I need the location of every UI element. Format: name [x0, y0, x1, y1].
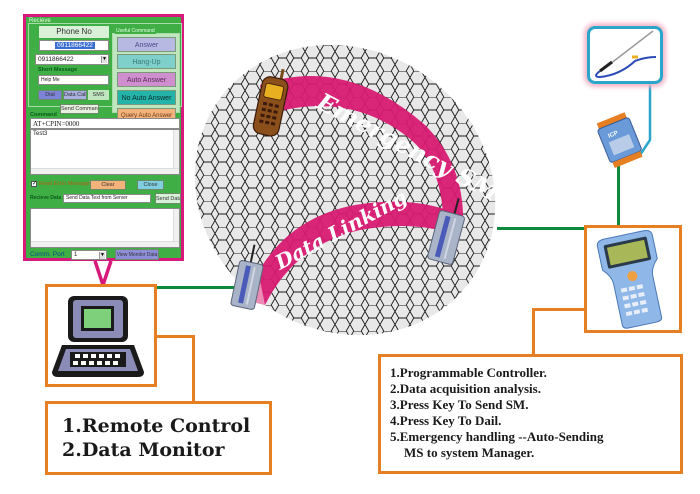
dial-button[interactable]: Dial: [38, 90, 62, 100]
send-command-button[interactable]: Send Command: [60, 104, 99, 114]
modem-control-window: Recieve Phone No 0911866422 0911866422 ▼…: [23, 14, 184, 261]
command-label: Command: [30, 112, 57, 118]
sensor-cable: [638, 80, 652, 156]
close-button[interactable]: Close: [137, 180, 164, 190]
send-data-button[interactable]: Send Data: [155, 193, 181, 204]
useful-command-group: Useful Command Answer Hang-Up Auto Answe…: [112, 28, 180, 123]
laptop-box: [45, 284, 157, 387]
gsm-modem-right-icon: [427, 198, 465, 265]
receive-data-area[interactable]: [30, 208, 180, 248]
handheld-controller-box: [584, 225, 682, 333]
vertical-scrollbar[interactable]: [173, 209, 179, 241]
feature-line: 2.Data acquisition analysis.: [390, 381, 541, 396]
feature-line: 1.Remote Control: [62, 415, 251, 437]
comm-port-dropdown[interactable]: 1 ▼: [71, 250, 107, 260]
laptop-features-box: 1.Remote Control 2.Data Monitor: [45, 401, 272, 475]
link-handheld-io: [617, 165, 620, 228]
receive-group-legend: Recieve: [29, 18, 51, 24]
controller-features-box: 1.Programmable Controller. 2.Data acquis…: [378, 354, 683, 474]
data-call-button[interactable]: Data Call: [63, 90, 87, 100]
link-modem-handheld: [497, 227, 585, 230]
laptop-icon: [52, 296, 144, 377]
feature-line: 3.Press Key To Send SM.: [390, 397, 529, 412]
clear-button[interactable]: Clear: [90, 180, 126, 190]
temperature-probe-box: [587, 26, 663, 84]
hang-up-button[interactable]: Hang-Up: [117, 54, 176, 69]
feature-line: 1.Programmable Controller.: [390, 365, 547, 380]
horizontal-scrollbar[interactable]: [31, 241, 179, 247]
short-message-label: Short Message: [38, 67, 78, 73]
read-echo-label: Read Echo Message: [39, 181, 91, 187]
receive-data-input[interactable]: Send Data Test from Server: [63, 194, 151, 203]
feature-line: 5.Emergency handling --Auto-Sending: [390, 429, 604, 444]
gsm-network-cloud: Emergency SM Data Linking: [185, 45, 505, 335]
feature-line: MS to system Manager.: [404, 445, 535, 460]
chevron-down-icon[interactable]: ▼: [101, 56, 107, 63]
phone-no-dropdown[interactable]: 0911866422 ▼: [35, 54, 109, 65]
useful-command-legend: Useful Command: [115, 28, 156, 34]
mobile-phone-icon: [252, 68, 289, 137]
chevron-down-icon[interactable]: ▼: [99, 252, 105, 259]
auto-answer-button[interactable]: Auto Answer: [117, 72, 176, 87]
comm-port-label: Comm. Port: [30, 251, 65, 258]
receive-group: [28, 23, 182, 107]
connector-handheld-textbox-v: [532, 308, 535, 356]
feature-line: 2.Data Monitor: [62, 439, 225, 461]
answer-button[interactable]: Answer: [117, 37, 176, 52]
receive-data-label: Recieve Data: [30, 195, 62, 201]
short-message-input[interactable]: Help Me: [38, 75, 109, 85]
view-monitor-data-button[interactable]: View Monitor Data: [115, 249, 159, 260]
vertical-scrollbar[interactable]: [173, 130, 179, 168]
temperature-probe-icon: [595, 30, 657, 79]
no-auto-answer-button[interactable]: No Auto Answer: [117, 90, 176, 105]
ribbon-data-linking: [245, 201, 460, 305]
link-laptop-modem: [155, 286, 245, 289]
horizontal-scrollbar[interactable]: [31, 168, 179, 174]
sms-button[interactable]: SMS: [88, 90, 109, 100]
io-module-icon: ICP: [596, 112, 643, 168]
connector-laptop-textbox: [155, 335, 195, 338]
feature-line: 4.Press Key To Dail.: [390, 413, 502, 428]
phone-no-input[interactable]: 0911866422: [39, 40, 109, 51]
gsm-modem-left-icon: [230, 244, 264, 310]
command-output-text: Test3: [33, 131, 48, 137]
command-input[interactable]: AT+CPIN=0000: [30, 118, 180, 129]
command-output-area[interactable]: Test3: [30, 129, 180, 175]
read-echo-checkbox[interactable]: ✓: [31, 181, 38, 187]
connector-laptop-textbox-v: [192, 335, 195, 403]
phone-no-label: Phone No: [39, 26, 109, 38]
svg-text:ICP: ICP: [608, 130, 620, 139]
connector-handheld-textbox: [532, 308, 587, 311]
handheld-controller-icon: [596, 229, 663, 329]
